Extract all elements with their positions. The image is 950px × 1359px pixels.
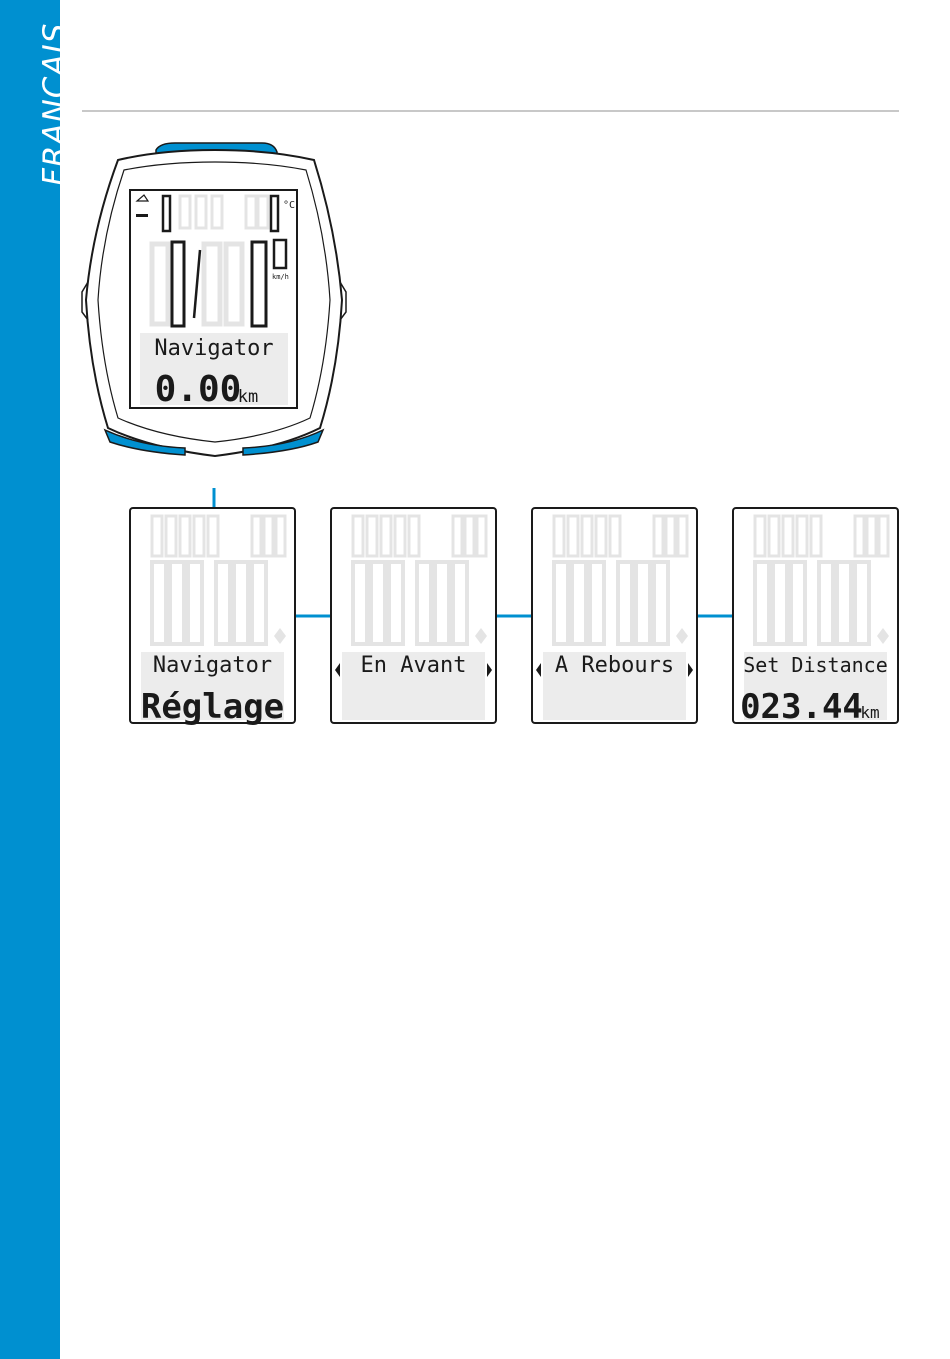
lcd-title: Set Distance: [743, 653, 888, 677]
lcd-screen-3: A Rebours: [532, 508, 697, 723]
lcd-subtitle: Réglage: [141, 687, 284, 727]
lcd-screen-2: En Avant: [331, 508, 496, 723]
lcd-subtitle: 023.44: [740, 687, 863, 727]
lcd-title: A Rebours: [555, 653, 674, 678]
lcd-title: En Avant: [361, 653, 467, 678]
lcd-unit: km: [860, 703, 879, 722]
lcd-title: Navigator: [153, 653, 272, 678]
